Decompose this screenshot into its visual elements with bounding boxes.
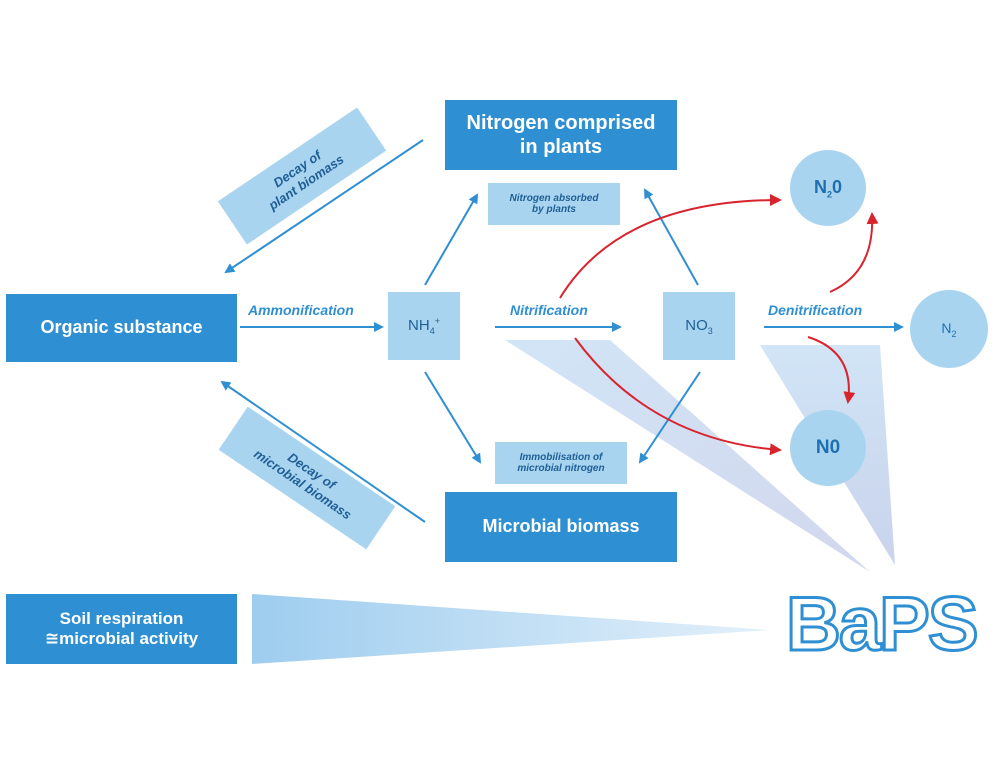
no-circle: N0	[790, 410, 866, 486]
no3-text: NO	[685, 316, 708, 334]
soil-respiration-box: Soil respiration ≅microbial activity	[6, 594, 237, 664]
arrow-no3-to-microbial	[638, 371, 701, 464]
baps-logo: BaPS	[785, 582, 981, 667]
soil-respiration-line1: Soil respiration	[59, 608, 184, 628]
nh4-sub: 4	[429, 326, 435, 336]
n2o-circle: N20	[790, 150, 866, 226]
n2-n: N	[941, 319, 952, 336]
red-arrow-to-no	[574, 337, 782, 456]
nitrogen-absorbed-label-box: Nitrogen absorbed by plants	[488, 183, 620, 225]
red-arrow-to-n2o	[559, 194, 782, 299]
microbial-biomass-box: Microbial biomass	[445, 492, 677, 562]
immobilisation-label-box: Immobilisation of microbial nitrogen	[495, 442, 627, 484]
no3-sub: 3	[707, 325, 713, 336]
arrow-nh4-to-microbial	[424, 371, 482, 464]
microbial-biomass-label: Microbial biomass	[482, 516, 640, 537]
beam-nitrification	[505, 340, 870, 572]
arrow-nh4-to-plants	[424, 193, 479, 286]
no3-label: NO3	[685, 317, 713, 336]
n2-sub: 2	[951, 328, 957, 339]
nitrogen-in-plants-label: Nitrogen comprised in plants	[466, 112, 656, 158]
organic-substance-label: Organic substance	[40, 317, 203, 338]
beam-soil-respiration	[252, 594, 770, 664]
red-arrow-n2-to-no	[807, 336, 856, 404]
no-label: N0	[815, 437, 841, 458]
n2o-n: N	[813, 176, 827, 197]
arrow-decay-plant	[224, 139, 424, 274]
organic-substance-box: Organic substance	[6, 294, 237, 362]
n2-label: N2	[941, 320, 956, 339]
n2o-o: 0	[832, 176, 843, 197]
nitrogen-absorbed-line2: by plants	[532, 204, 576, 215]
denitrification-label: Denitrification	[768, 302, 863, 318]
arrow-decay-microbial	[220, 380, 426, 523]
no3-box: NO3	[663, 292, 735, 360]
nh4-text: NH	[408, 317, 430, 334]
red-arrow-n2-to-n2o	[829, 212, 879, 293]
nh4-label: NH4+	[408, 316, 440, 336]
n2-circle: N2	[910, 290, 988, 368]
immobilisation-line2: microbial nitrogen	[517, 463, 605, 474]
ammonification-label: Ammonification	[248, 302, 354, 318]
nitrogen-in-plants-box: Nitrogen comprised in plants	[445, 100, 677, 170]
arrow-no3-to-plants	[644, 188, 699, 286]
nitrification-label: Nitrification	[510, 302, 588, 318]
nh4-sup: +	[434, 316, 440, 326]
nitrogen-absorbed-line1: Nitrogen absorbed	[509, 192, 599, 204]
n2o-sub: 2	[826, 189, 832, 200]
soil-respiration-line2: ≅microbial activity	[44, 629, 199, 648]
n2o-label: N20	[814, 177, 842, 200]
immobilisation-line1: Immobilisation of	[519, 451, 603, 463]
nh4-box: NH4+	[388, 292, 460, 360]
